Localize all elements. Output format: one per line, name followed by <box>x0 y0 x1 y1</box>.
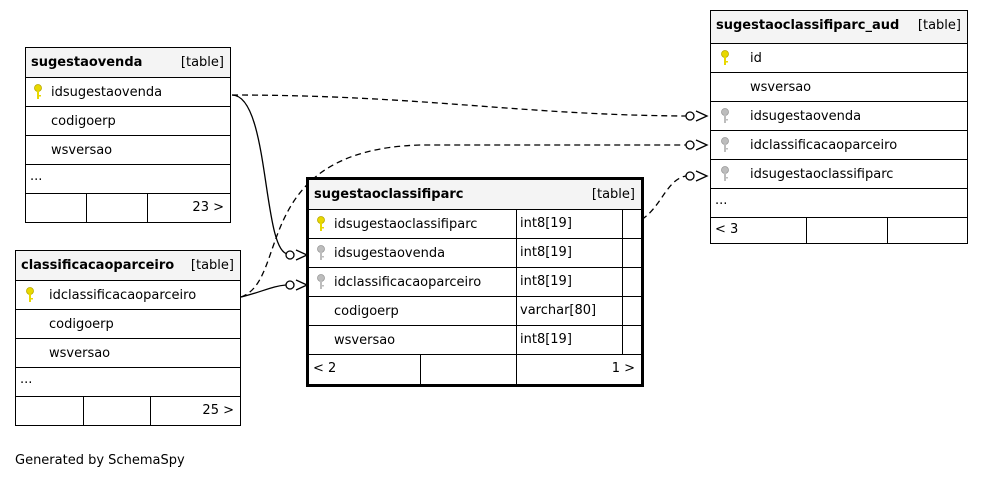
column-name: codigoerp <box>334 304 399 319</box>
column-name: codigoerp <box>49 317 114 332</box>
column-type: int8[19] <box>516 268 623 296</box>
link-sugestaovenda-to-aud <box>231 94 687 117</box>
table-sugestaoclassifiparc[interactable]: sugestaoclassifiparc [table] idsugestaoc… <box>306 177 644 387</box>
link-end-circle <box>685 171 695 181</box>
link-classificacaoparceiro-to-aud <box>240 144 686 298</box>
link-crowfoot <box>695 139 709 151</box>
column-row: idclassificacaoparceiro int8[19] <box>309 268 641 297</box>
column-name: idclassificacaoparceiro <box>750 138 898 153</box>
children-count: 25 > <box>202 403 234 418</box>
column-name: idsugestaovenda <box>750 109 862 124</box>
more-columns: ... <box>30 169 43 184</box>
column-name: idsugestaovenda <box>334 246 446 261</box>
table-kind: [table] <box>180 55 224 70</box>
link-end-circle <box>285 280 295 290</box>
more-columns-row: ... <box>16 368 240 397</box>
link-end-circle <box>685 111 695 121</box>
column-row: wsversao <box>16 339 240 368</box>
column-name: wsversao <box>49 346 111 361</box>
link-end-circle <box>685 140 695 150</box>
table-name: sugestaoclassifiparc_aud <box>716 18 900 33</box>
table-sugestaovenda[interactable]: sugestaovenda [table] idsugestaovenda co… <box>25 47 231 223</box>
column-name: wsversao <box>51 143 113 158</box>
column-name: idsugestaoclassifiparc <box>750 167 894 182</box>
table-name: sugestaoclassifiparc <box>314 187 464 202</box>
column-type: int8[19] <box>516 326 623 354</box>
table-footer: < 3 <box>711 218 967 244</box>
foreign-key-icon <box>721 166 729 181</box>
column-type: int8[19] <box>516 210 623 238</box>
primary-key-icon <box>34 84 42 99</box>
column-row: codigoerp varchar[80] <box>309 297 641 326</box>
column-row: idsugestaovenda <box>711 102 967 131</box>
column-row: codigoerp <box>16 310 240 339</box>
table-kind: [table] <box>917 18 961 33</box>
column-name: idclassificacaoparceiro <box>49 288 197 303</box>
table-sugestaoclassifiparc-aud[interactable]: sugestaoclassifiparc_aud [table] id wsve… <box>710 10 968 244</box>
parents-count: < 2 <box>313 361 337 376</box>
column-name: wsversao <box>750 80 812 95</box>
link-classificacaoparceiro-to-sugestaoclassifiparc <box>240 284 287 298</box>
column-row: wsversao int8[19] <box>309 326 641 355</box>
table-classificacaoparceiro[interactable]: classificacaoparceiro [table] idclassifi… <box>15 250 241 426</box>
column-name: codigoerp <box>51 114 116 129</box>
column-row: id <box>711 44 967 73</box>
column-name: idsugestaovenda <box>51 85 163 100</box>
more-columns: ... <box>715 193 728 208</box>
column-type: varchar[80] <box>516 297 623 325</box>
table-header: sugestaoclassifiparc [table] <box>309 180 641 210</box>
table-header: classificacaoparceiro [table] <box>16 251 240 281</box>
generated-by-credit: Generated by SchemaSpy <box>15 453 185 468</box>
more-columns: ... <box>20 372 33 387</box>
column-row: idsugestaovenda int8[19] <box>309 239 641 268</box>
column-row: idclassificacaoparceiro <box>711 131 967 160</box>
column-row: idsugestaoclassifiparc <box>711 160 967 189</box>
column-type: int8[19] <box>516 239 623 267</box>
link-crowfoot <box>695 110 709 122</box>
link-crowfoot <box>695 170 709 182</box>
foreign-key-icon <box>317 245 325 260</box>
column-name: idsugestaoclassifiparc <box>334 217 478 232</box>
table-name: classificacaoparceiro <box>21 258 175 273</box>
primary-key-icon <box>317 216 325 231</box>
children-count: 23 > <box>192 200 224 215</box>
column-row: idsugestaovenda <box>26 78 230 107</box>
column-row: idsugestaoclassifiparc int8[19] <box>309 210 641 239</box>
parents-count: < 3 <box>715 222 739 237</box>
column-row: idclassificacaoparceiro <box>16 281 240 310</box>
column-row: wsversao <box>26 136 230 165</box>
column-name: wsversao <box>334 333 396 348</box>
column-name: id <box>750 51 762 66</box>
foreign-key-icon <box>317 274 325 289</box>
table-footer: 25 > <box>16 397 240 426</box>
foreign-key-icon <box>721 137 729 152</box>
table-kind: [table] <box>190 258 234 273</box>
table-footer: 23 > <box>26 194 230 223</box>
primary-key-icon <box>26 287 34 302</box>
children-count: 1 > <box>611 361 635 376</box>
table-header: sugestaovenda [table] <box>26 48 230 78</box>
primary-key-icon <box>721 50 729 65</box>
more-columns-row: ... <box>711 189 967 218</box>
table-name: sugestaovenda <box>31 55 143 70</box>
foreign-key-icon <box>721 108 729 123</box>
column-name: idclassificacaoparceiro <box>334 275 482 290</box>
column-row: wsversao <box>711 73 967 102</box>
table-footer: < 2 1 > <box>309 355 641 384</box>
link-sugestaovenda-to-sugestaoclassifiparc <box>231 94 289 255</box>
column-row: codigoerp <box>26 107 230 136</box>
table-kind: [table] <box>591 187 635 202</box>
more-columns-row: ... <box>26 165 230 194</box>
link-end-circle <box>285 250 295 260</box>
table-header: sugestaoclassifiparc_aud [table] <box>711 11 967 44</box>
